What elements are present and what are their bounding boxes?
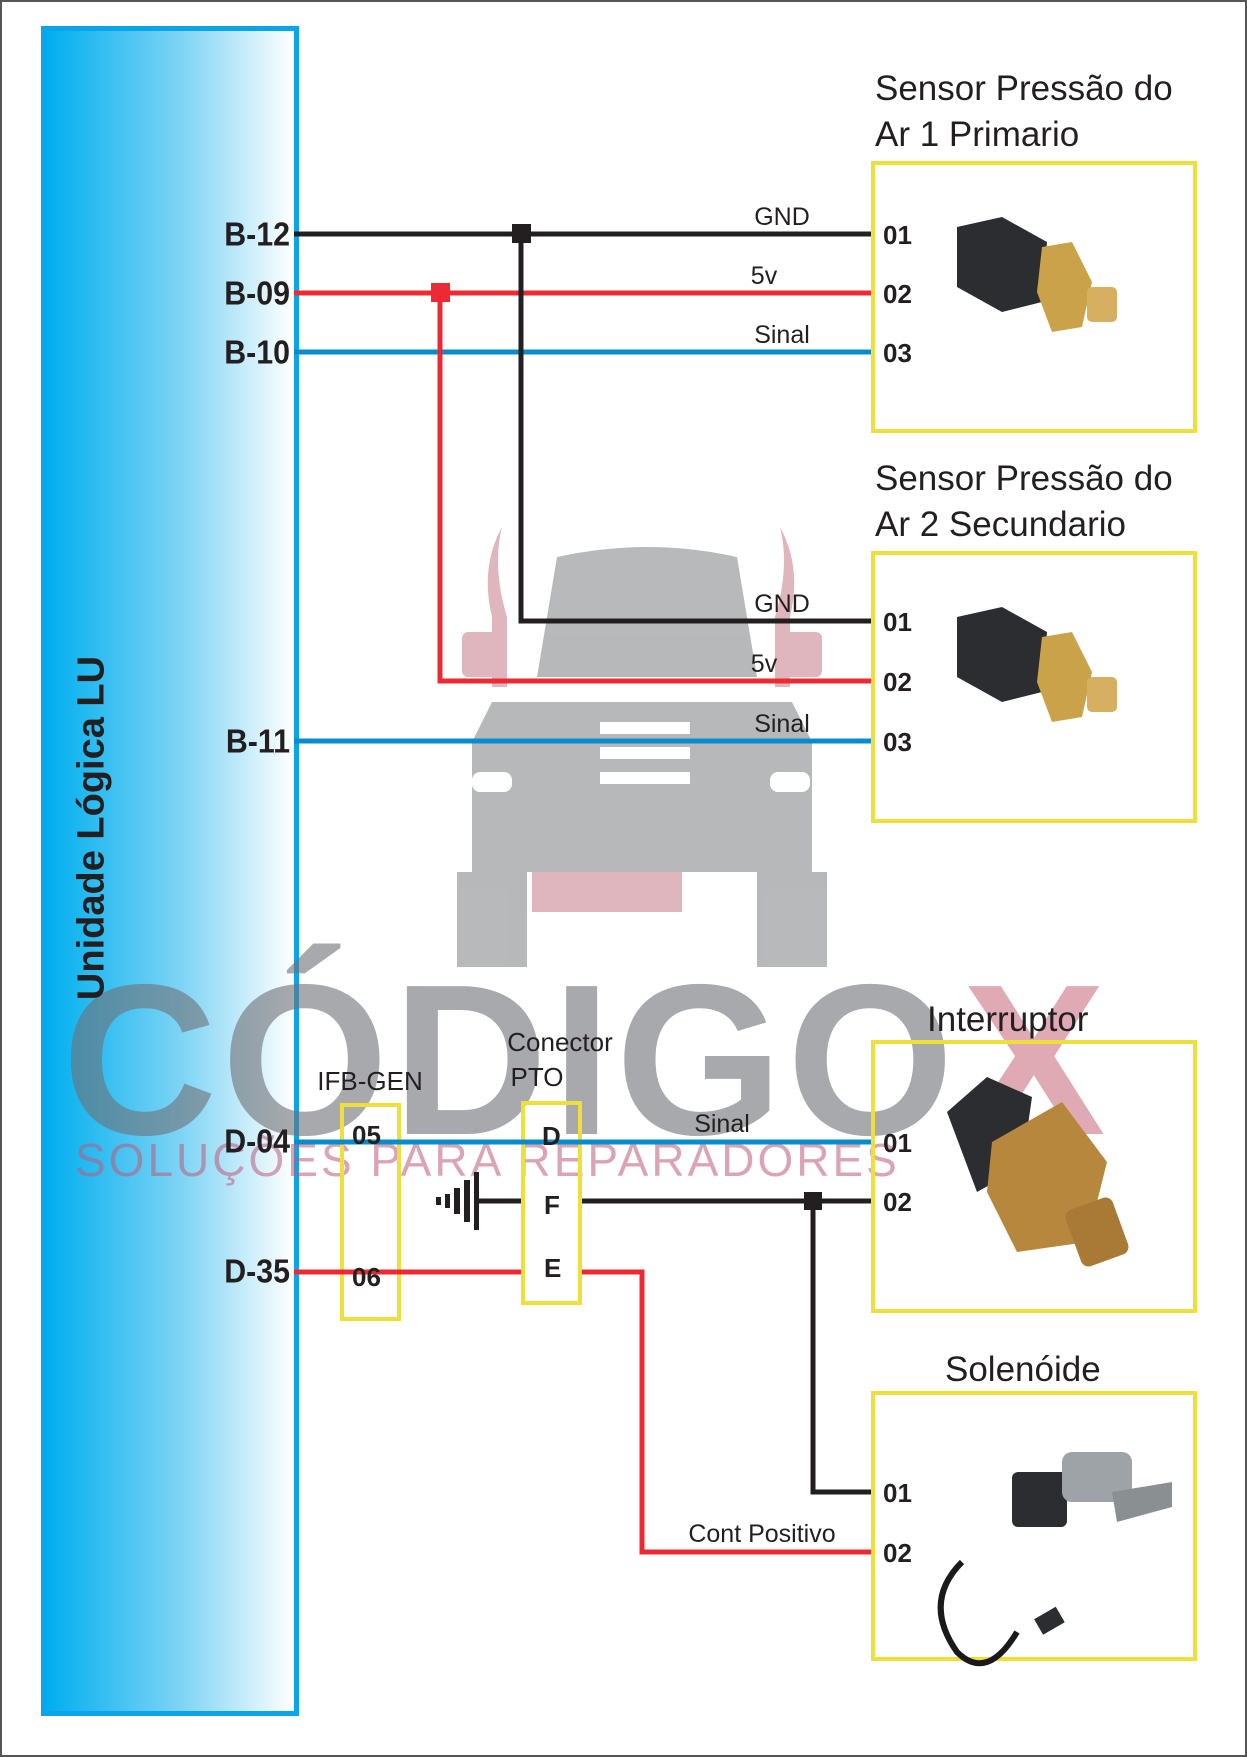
ecu-pin-b10: B-10	[224, 333, 290, 371]
ecu-pin-b11: B-11	[225, 722, 290, 760]
sensor1-pin-01: 01	[883, 220, 912, 250]
sensor1-wire-label-signal: Sinal	[754, 321, 810, 349]
switch-pin-01: 01	[883, 1128, 912, 1158]
sensor2-wire-label-5v: 5v	[750, 650, 778, 678]
pto-pin-f: F	[544, 1190, 560, 1220]
sensor2-wire-label-signal: Sinal	[754, 710, 810, 738]
sensor1-title-line1: Sensor Pressão do	[875, 69, 1173, 108]
headlight-left	[472, 772, 512, 792]
sensor2-title-line1: Sensor Pressão do	[875, 459, 1173, 498]
pto-connector	[521, 1101, 582, 1305]
wheel-left	[457, 872, 527, 967]
ifb-pin-06: 06	[352, 1262, 381, 1292]
sensor2-wire-label-gnd: GND	[754, 590, 810, 618]
solenoid-pin-01: 01	[883, 1478, 912, 1508]
switch-title: Interruptor	[927, 1000, 1089, 1039]
truck-cab	[537, 547, 757, 677]
wheel-right	[757, 872, 827, 967]
mirror-right	[782, 632, 822, 677]
sensor1-wire-label-5v: 5v	[750, 262, 778, 290]
solenoid-box	[871, 1391, 1197, 1661]
sensor2-pin-02: 02	[883, 667, 912, 697]
ecu-pin-b09: B-09	[224, 274, 290, 312]
watermark-brand: CÓDIGO	[62, 939, 958, 1180]
solenoid-wire-label-cont-positivo: Cont Positivo	[688, 1520, 836, 1548]
ecu-pin-d35: D-35	[224, 1252, 290, 1290]
sensor1-box	[871, 161, 1197, 433]
sensor2-box	[871, 551, 1197, 823]
sensor2-pin-01: 01	[883, 607, 912, 637]
junction-5v	[431, 283, 450, 302]
ecu-pin-b12: B-12	[224, 215, 290, 253]
pressure-sensor-2-image	[957, 607, 1117, 722]
switch-pin-02: 02	[883, 1187, 912, 1217]
wire-gnd-sensor2	[518, 234, 871, 624]
sensor2-title-line2: Ar 2 Secundario	[875, 505, 1126, 544]
bumper	[532, 872, 682, 912]
switch-image	[947, 1077, 1129, 1267]
sensor1-title-line2: Ar 1 Primario	[875, 115, 1080, 154]
junction-switch-gnd	[804, 1192, 822, 1210]
ifb-gen-title: IFB-GEN	[317, 1066, 423, 1096]
switch-box	[871, 1040, 1197, 1313]
solenoid-image	[937, 1452, 1172, 1667]
ecu-pin-d04: D-04	[224, 1122, 290, 1160]
sensor2-pin-03: 03	[883, 727, 912, 757]
switch-wire-label-signal: Sinal	[694, 1110, 750, 1138]
pto-pin-e: E	[544, 1253, 562, 1283]
truck-body	[472, 702, 812, 872]
ground-icon	[436, 1172, 479, 1230]
sensor1-pin-03: 03	[883, 338, 912, 368]
pto-title-line1: Conector	[507, 1027, 613, 1057]
solenoid-title: Solenóide	[945, 1350, 1101, 1389]
wire-5v-sensor2	[437, 293, 871, 684]
junction-gnd	[512, 224, 531, 243]
pto-pin-d: D	[542, 1121, 561, 1151]
ifb-gen-connector	[340, 1103, 401, 1321]
sensor1-pin-02: 02	[883, 279, 912, 309]
pto-title-line2: PTO	[510, 1062, 564, 1092]
wire-solenoid-01	[810, 1201, 871, 1495]
wire-cont-positivo	[582, 1269, 871, 1555]
headlight-right	[770, 772, 810, 792]
solenoid-pin-02: 02	[883, 1538, 912, 1568]
ecu-block	[41, 26, 299, 1716]
mirror-left	[462, 632, 502, 677]
watermark-tagline: SOLUÇÕES PARA REPARADORES	[75, 1134, 900, 1186]
pressure-sensor-1-image	[957, 217, 1117, 332]
sensor1-wire-label-gnd: GND	[754, 203, 810, 231]
ifb-pin-05: 05	[352, 1120, 381, 1150]
